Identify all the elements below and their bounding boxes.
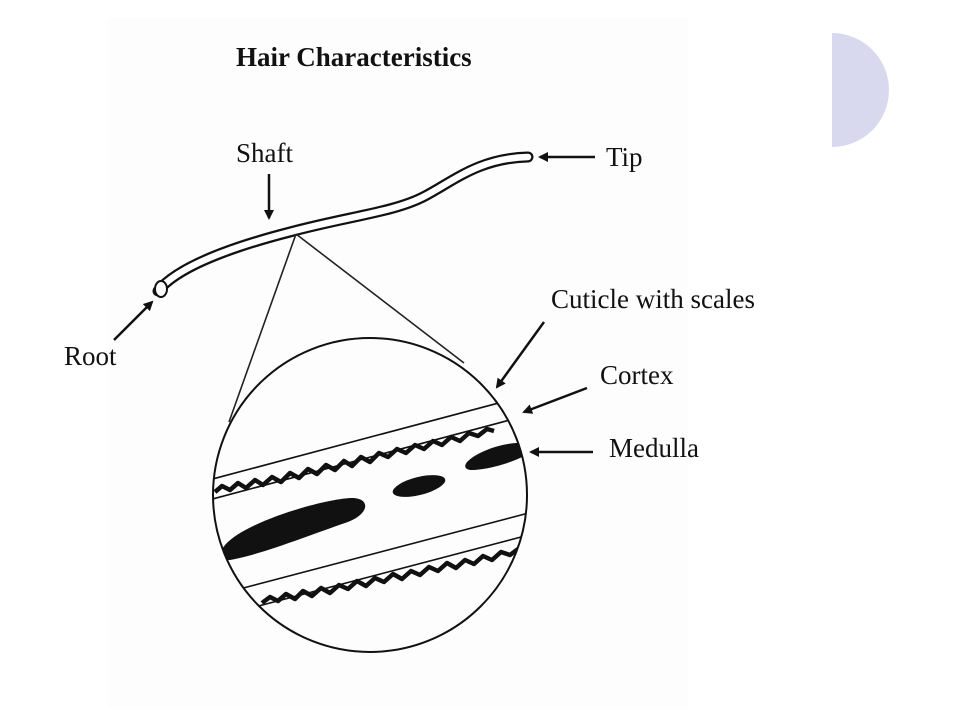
label-cuticle: Cuticle with scales [551, 284, 755, 314]
cuticle-arrow [495, 321, 546, 389]
label-tip: Tip [606, 142, 643, 172]
root-arrow [113, 300, 154, 341]
diagram-panel [108, 18, 688, 708]
cortex-arrow [522, 386, 588, 414]
hair-strand [152, 151, 534, 298]
diagram-title: Hair Characteristics [236, 42, 472, 72]
label-root: Root [64, 341, 117, 371]
annotation-arrows [113, 152, 595, 457]
label-cortex: Cortex [600, 360, 674, 390]
magnifier-lines [228, 233, 465, 423]
decorative-half-circle [832, 33, 912, 147]
label-medulla: Medulla [609, 433, 699, 463]
label-shaft: Shaft [236, 138, 293, 168]
root-bulb [154, 280, 168, 298]
